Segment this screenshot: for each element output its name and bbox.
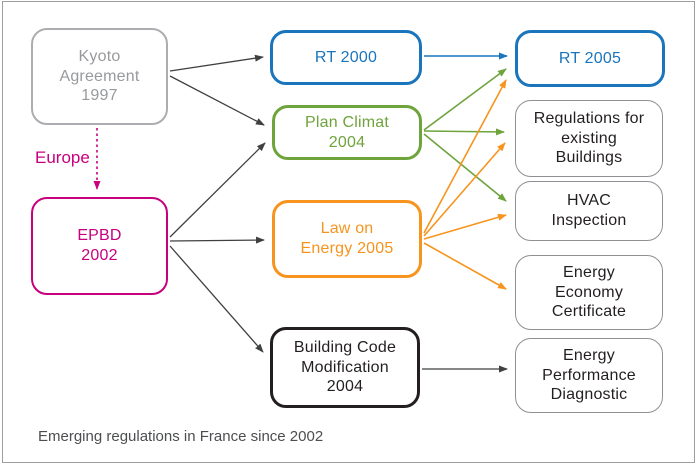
- node-label-line: Buildings: [555, 149, 623, 167]
- node-label-line: Performance: [542, 366, 636, 384]
- node-hvac-inspection: HVAC Inspection: [515, 181, 663, 241]
- edge-plan-climat-to-regulations-existing-buildings: [423, 128, 505, 136]
- edge-law-on-energy-to-regulations-existing-buildings: [423, 142, 506, 237]
- edge-plan-climat-to-hvac-inspection: [423, 133, 507, 202]
- node-label-line: existing: [561, 129, 617, 147]
- node-label-line: 2004: [328, 133, 366, 151]
- node-label-line: Energy: [563, 346, 615, 364]
- node-label-line: Regulations for: [533, 109, 645, 127]
- node-label-line: RT 2005: [558, 49, 622, 67]
- node-label-line: Law on: [320, 220, 374, 238]
- node-rt-2000: RT 2000: [270, 30, 422, 85]
- edge-law-on-energy-to-energy-economy-certificate: [423, 242, 507, 290]
- node-label-line: Energy 2005: [300, 240, 394, 257]
- node-law-on-energy: Law on Energy 2005: [272, 200, 422, 278]
- node-label-line: HVAC: [566, 192, 612, 210]
- node-label-line: Diagnostic: [550, 386, 628, 404]
- node-label-line: Agreement: [59, 67, 140, 85]
- node-label-line: RT 2000: [314, 48, 378, 66]
- node-label-line: 2002: [81, 247, 118, 264]
- edge-epbd-to-law-on-energy: [169, 236, 265, 244]
- node-label-line: Certificate: [551, 303, 627, 321]
- node-label-line: Building Code: [293, 338, 397, 356]
- edge-kyoto-agreement-to-rt-2000: [169, 54, 264, 72]
- node-label-line: Plan Climat: [304, 113, 389, 131]
- edge-epbd-to-building-code-modification: [169, 245, 264, 353]
- node-plan-climat: Plan Climat 2004: [272, 105, 422, 160]
- edge-law-on-energy-to-rt-2005: [423, 79, 507, 234]
- node-label-line: 2004: [326, 378, 364, 396]
- node-epbd: EPBD 2002: [31, 197, 168, 295]
- node-label-line: Kyoto: [78, 47, 121, 65]
- node-label-line: Energy: [563, 263, 615, 281]
- node-label-line: EPBD: [77, 227, 122, 245]
- diagram-caption: Emerging regulations in France since 200…: [38, 428, 324, 445]
- edge-kyoto-agreement-to-plan-climat: [169, 75, 265, 126]
- node-label-line: Economy: [554, 283, 624, 301]
- edge-plan-climat-to-rt-2005: [423, 68, 507, 131]
- node-rt-2005: RT 2005: [515, 30, 665, 87]
- node-label-line: Modification: [301, 358, 389, 376]
- node-label-line: Inspection: [551, 212, 627, 229]
- edge-law-on-energy-to-hvac-inspection: [423, 213, 507, 240]
- europe-label: Europe: [35, 148, 90, 167]
- node-label-line: 1997: [81, 87, 118, 105]
- edge-epbd-to-plan-climat: [169, 142, 266, 238]
